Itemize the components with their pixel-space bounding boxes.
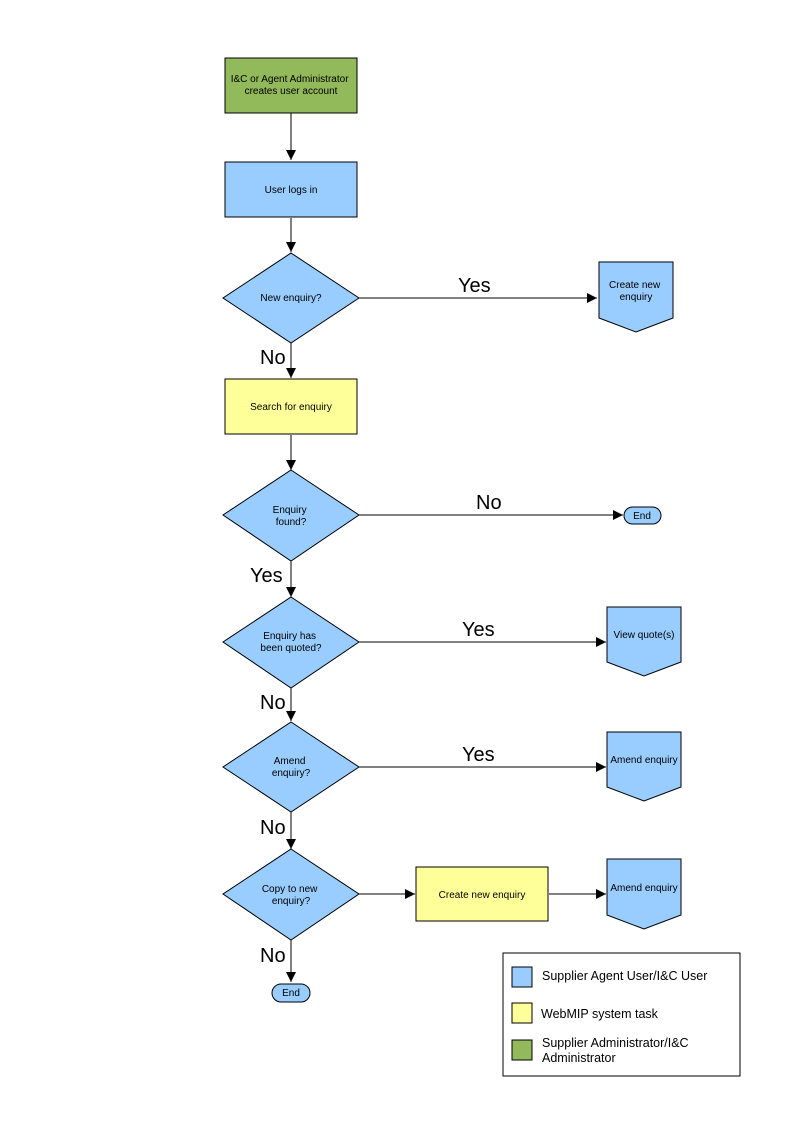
label-copy-no: No [260,945,286,967]
decision-enquiry-found: Enquiry found? [222,469,360,562]
node-amend-enquiry-2-label: Amend enquiry [610,883,677,894]
node-search-enquiry-label: Search for enquiry [250,402,332,413]
label-found-yes: Yes [250,565,283,587]
node-create-new-enquiry-1: Create new enquiry [598,261,674,333]
node-amend-enquiry-1-label: Amend enquiry [610,755,677,766]
decision-copy-enquiry-label: Copy to new enquiry? [262,884,320,907]
node-create-new-enquiry-2-label: Create new enquiry [439,890,526,901]
terminator-end-1-label: End [633,511,651,522]
label-amend-yes: Yes [462,744,495,766]
decision-enquiry-quoted: Enquiry has been quoted? [222,596,360,689]
node-create-account: I&C or Agent Administrator creates user … [224,57,358,114]
legend-swatch-system [511,1002,533,1024]
decision-amend-enquiry-label: Amend enquiry? [272,756,311,779]
label-amend-no: No [260,817,286,839]
legend-box [502,952,741,1077]
node-create-new-enquiry-2: Create new enquiry [415,866,549,922]
label-quoted-no: No [260,692,286,714]
edge-labels: Yes No No Yes Yes No Yes No No [250,275,502,967]
node-create-account-label: I&C or Agent Administrator creates user … [231,74,352,97]
node-amend-enquiry-2: Amend enquiry [606,858,682,930]
legend-swatch-admin [511,1039,533,1061]
label-quoted-yes: Yes [462,619,495,641]
legend-swatch-user [511,966,533,988]
connectors [286,113,623,982]
legend-label-user: Supplier Agent User/I&C User [542,969,707,983]
legend: Supplier Agent User/I&C User WebMIP syst… [502,952,741,1077]
node-user-logs-in: User logs in [224,161,358,218]
decision-amend-enquiry: Amend enquiry? [222,721,360,813]
node-amend-enquiry-1: Amend enquiry [606,731,682,802]
label-new-no: No [260,347,286,369]
node-user-logs-in-label: User logs in [265,185,318,196]
decision-enquiry-found-label: Enquiry found? [273,505,310,528]
decision-copy-enquiry: Copy to new enquiry? [222,848,360,941]
terminator-end-2: End [271,983,311,1003]
terminator-end-2-label: End [282,988,300,999]
node-view-quotes: View quote(s) [606,606,682,677]
decision-enquiry-quoted-label: Enquiry has been quoted? [260,631,322,654]
label-new-yes: Yes [458,275,491,297]
node-view-quotes-label: View quote(s) [614,630,675,641]
terminator-end-1: End [623,506,662,525]
decision-new-enquiry: New enquiry? [222,252,360,344]
label-found-no: No [476,492,502,514]
legend-label-admin: Supplier Administrator/I&C Administrator [542,1036,692,1065]
node-create-new-enquiry-1-label: Create new enquiry [609,280,663,303]
decision-new-enquiry-label: New enquiry? [260,293,322,304]
node-search-enquiry: Search for enquiry [224,378,358,435]
legend-label-system: WebMIP system task [541,1007,659,1021]
